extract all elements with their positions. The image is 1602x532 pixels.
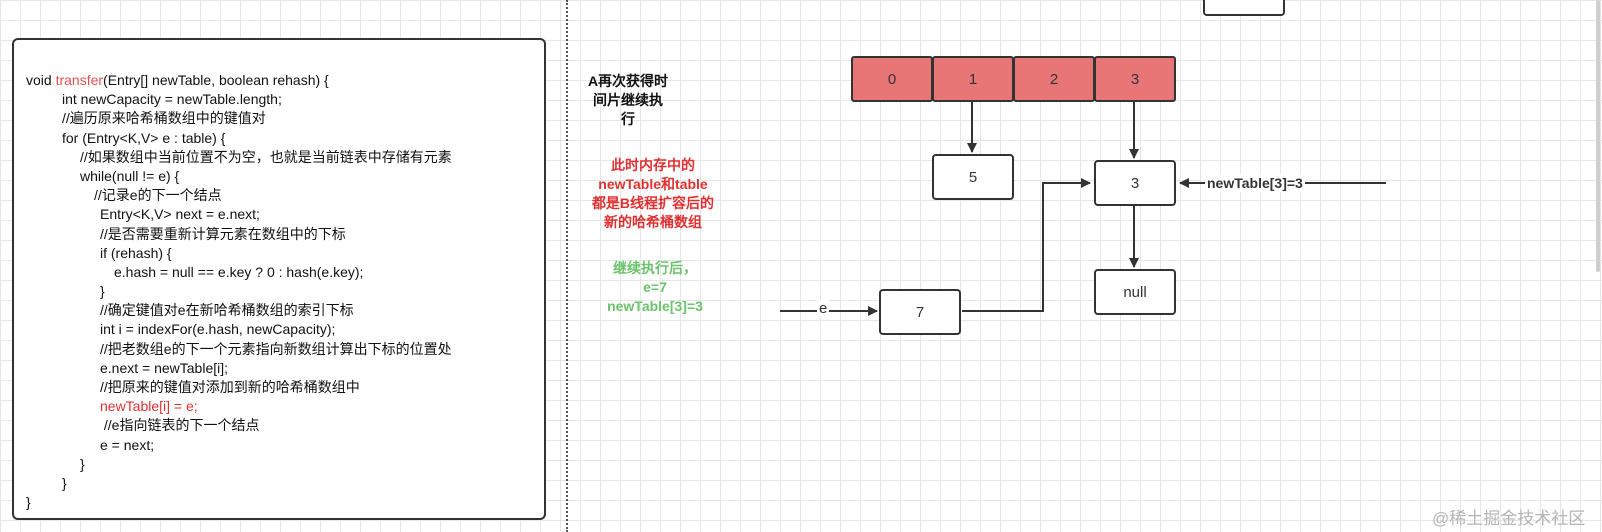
code-line: for (Entry<K,V> e : table) { (62, 129, 226, 146)
code-line: } (26, 494, 31, 511)
scrollbar[interactable] (1596, 0, 1600, 272)
code-line: int i = indexFor(e.hash, newCapacity); (100, 321, 336, 338)
note-memory: 此时内存中的 newTable和table 都是B线程扩容后的 新的哈希桶数组 (591, 157, 715, 230)
code-line: } (62, 474, 67, 491)
code-signature: (Entry[] newTable, boolean rehash) { (103, 72, 329, 88)
code-line: if (rehash) { (100, 244, 172, 261)
label-e: e (817, 300, 830, 318)
code-line: e.hash = null == e.key ? 0 : hash(e.key)… (114, 263, 364, 280)
note-a-resumes: A再次获得时 间片继续执 行 (587, 73, 669, 127)
code-comment: //e指向链表的下一个结点 (100, 417, 260, 434)
code-comment: //是否需要重新计算元素在数组中的下标 (100, 225, 346, 242)
node-5: 5 (932, 154, 1014, 200)
code-line: void transfer(Entry[] newTable, boolean … (26, 71, 452, 90)
arrow-7-to-3 (962, 178, 1091, 312)
node-null: null (1094, 269, 1176, 315)
code-line: } (100, 283, 105, 300)
clipped-node-box (1203, 0, 1285, 16)
code-line: e = next; (100, 436, 155, 453)
highlighted-code-line: newTable[i] = e; (100, 398, 198, 415)
code-comment: //把原来的键值对添加到新的哈希桶数组中 (100, 379, 360, 395)
code-comment: //如果数组中当前位置不为空，也就是当前链表中存储有元素 (80, 148, 452, 165)
function-name: transfer (55, 72, 104, 88)
node-3: 3 (1094, 160, 1176, 206)
array-cell-1: 1 (932, 56, 1014, 102)
array-cell-3: 3 (1094, 56, 1176, 102)
code-comment: //确定键值对e在新哈希桶数组的索引下标 (100, 302, 354, 319)
code-comment: //把老数组e的下一个元素指向新数组计算出下标的位置处 (100, 340, 452, 357)
code-line: while(null != e) { (80, 167, 180, 184)
code-keyword: void (26, 72, 56, 88)
label-newtable-3: newTable[3]=3 (1205, 174, 1305, 192)
code-line: Entry<K,V> next = e.next; (100, 206, 260, 223)
code-comment: //记录e的下一个结点 (94, 187, 222, 204)
array-cell-2: 2 (1013, 56, 1095, 102)
code-panel: void transfer(Entry[] newTable, boolean … (12, 38, 546, 520)
note-after-execution: 继续执行后， e=7 newTable[3]=3 (607, 260, 703, 314)
section-divider (566, 0, 568, 532)
code-comment: //遍历原来哈希桶数组中的键值对 (62, 110, 266, 127)
node-7: 7 (879, 289, 961, 335)
watermark: @稀土掘金技术社区 (1432, 509, 1586, 528)
code-line: } (80, 455, 85, 472)
code-line: int newCapacity = newTable.length; (62, 91, 282, 108)
code-lines: void transfer(Entry[] newTable, boolean … (26, 71, 452, 512)
array-cell-0: 0 (851, 56, 933, 102)
code-line: e.next = newTable[i]; (100, 359, 229, 376)
